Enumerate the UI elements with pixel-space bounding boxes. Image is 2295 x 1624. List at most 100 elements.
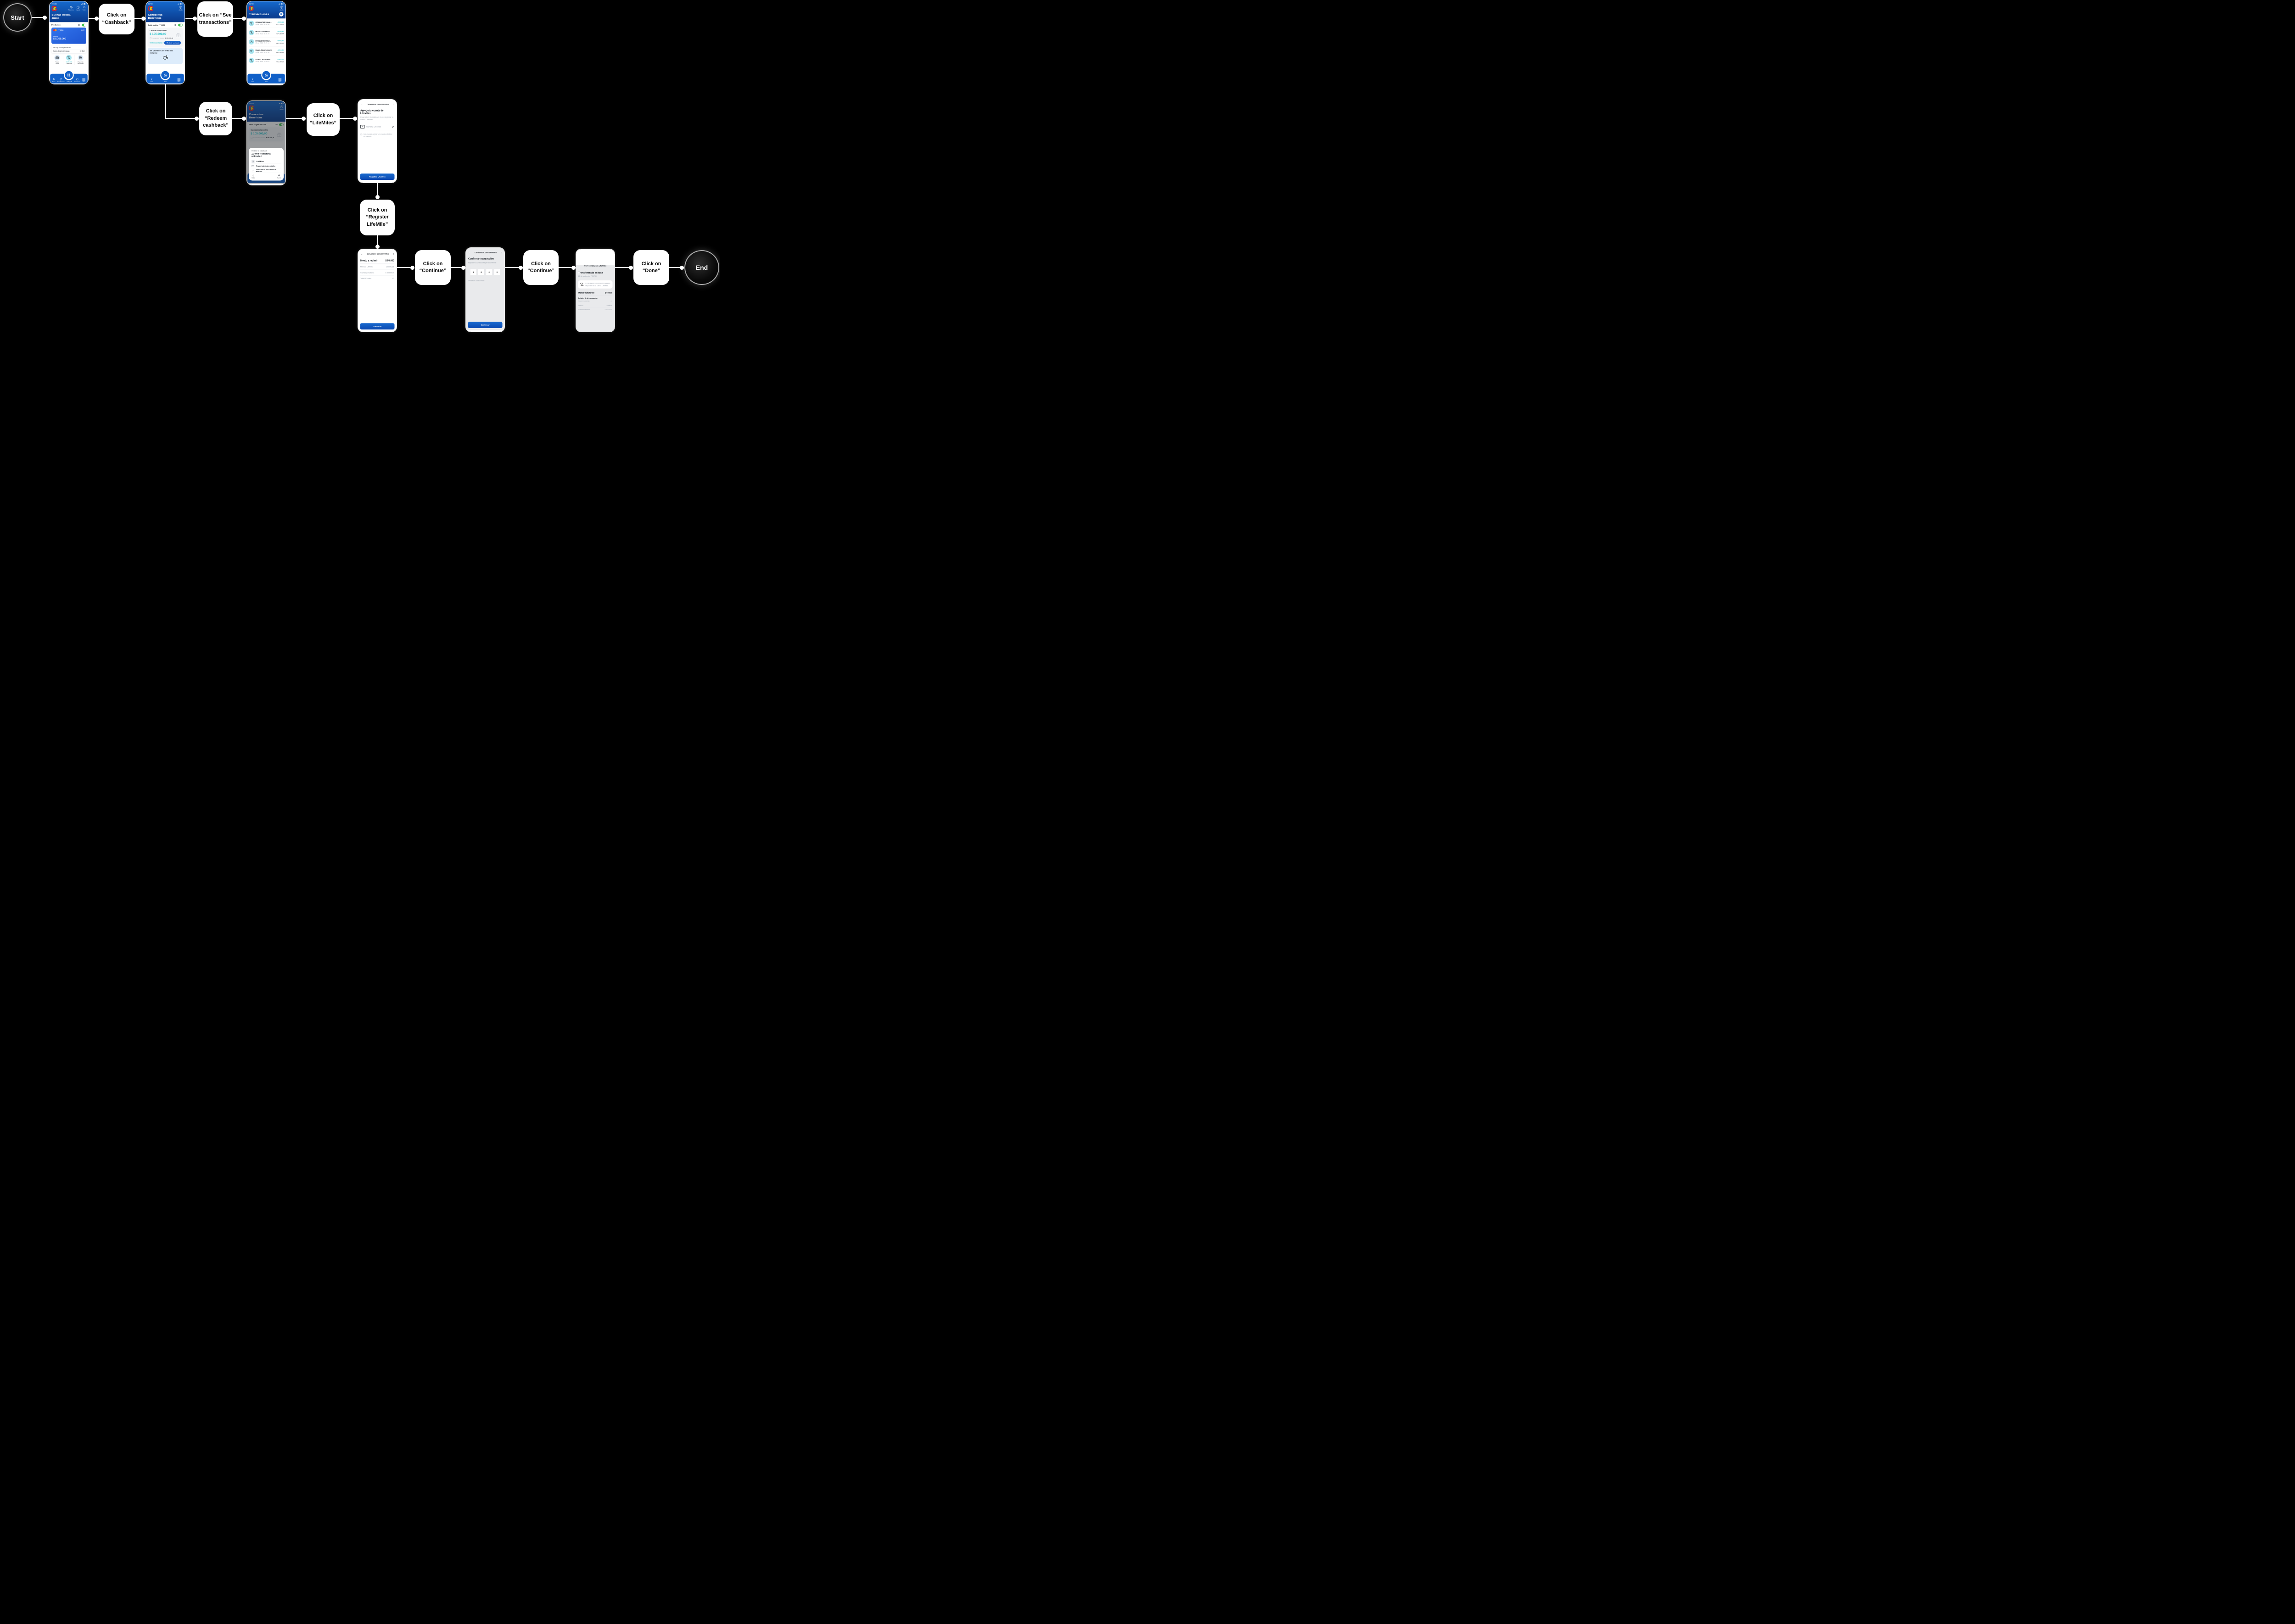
end-label: End <box>695 264 708 271</box>
token-button[interactable]: Token <box>83 6 86 11</box>
status-icons <box>81 3 87 5</box>
signal-icon <box>178 3 179 5</box>
confirm-button[interactable]: Confirmar <box>468 322 503 328</box>
transaction-row[interactable]: $ DROGUERÍA CRUZ ...15 sep 2023 - 09:06 … <box>249 37 284 47</box>
nav-home[interactable]: Home <box>264 81 268 83</box>
home-button[interactable] <box>262 71 270 79</box>
continue-button[interactable]: Continuar <box>360 323 395 329</box>
saldo-title: Saldo tarjeta ****2236 <box>249 123 266 126</box>
qr-button[interactable] <box>65 71 73 79</box>
forgot-password-link[interactable]: Olvidé mi contraseña* <box>468 279 485 282</box>
menu-icon <box>278 78 282 81</box>
connector <box>165 84 166 119</box>
eye-icon[interactable] <box>174 24 177 26</box>
modal-back-button[interactable]: Atrás <box>252 174 255 179</box>
ayuda-button[interactable]: ? Ayuda <box>179 6 183 11</box>
finanzas-button[interactable]: Finanzas <box>68 6 74 11</box>
step-text: Click on “See transactions” <box>199 12 232 25</box>
amount-label: Monto a redimir <box>360 259 378 262</box>
home-icon <box>164 73 167 77</box>
page-title: Confirmar transacción <box>468 257 494 260</box>
redeem-cashback-button[interactable]: ↑ Redimir cashback <box>164 41 181 45</box>
chevron-left-icon <box>252 78 253 81</box>
nav-transferencias[interactable]: Transferencias <box>57 78 65 83</box>
lifemiles-number-input[interactable]: ✈ Número LifeMiles <box>360 125 394 130</box>
password-digit-box[interactable] <box>478 269 484 275</box>
password-digit-box[interactable] <box>494 269 500 275</box>
nav-menu[interactable]: Menú <box>278 78 282 83</box>
back-arrow-icon[interactable]: ← <box>360 103 363 106</box>
cashback-amount: $ 105.000,00 <box>251 132 268 135</box>
connector <box>397 267 410 268</box>
cashback-refresh-icon: $ <box>249 39 254 45</box>
nav-documentos[interactable]: Documentos <box>74 78 80 83</box>
nav-back[interactable]: Atrás <box>250 78 255 83</box>
password-digit-box[interactable] <box>486 269 493 275</box>
register-lifemiles-button[interactable]: Registrar LifeMiles <box>360 173 395 180</box>
svg-text:$: $ <box>68 57 69 59</box>
connector <box>504 267 519 268</box>
help-icon: ? <box>179 6 182 9</box>
totals-label: Ganancias Totales: <box>253 137 265 139</box>
ayuda-label: Ayuda <box>76 9 80 11</box>
phone-home-screen: Servicio <box>49 1 89 84</box>
home-icon[interactable]: ⌂ <box>392 252 394 256</box>
no-pending-text: No hay saldos pendientes <box>53 46 71 48</box>
connector-dot <box>410 265 414 270</box>
transaction-row[interactable]: $ STARBUCKS ZONA ...16 sep 2023 - 10:55 … <box>249 19 284 28</box>
show-balance-toggle[interactable] <box>178 23 183 27</box>
connector-dot <box>301 116 306 121</box>
eye-icon[interactable] <box>78 24 80 26</box>
card-expiry: 02/27 <box>80 29 84 31</box>
home-icon[interactable]: ⌂ <box>392 103 394 106</box>
home-icon[interactable]: ⌂ <box>500 251 502 254</box>
ayuda-button[interactable]: ? Ayuda <box>280 6 284 11</box>
faq-circle <box>78 55 84 61</box>
ayuda-button[interactable]: ? Ayuda <box>76 6 80 11</box>
home-button[interactable] <box>161 71 169 79</box>
password-input[interactable] <box>466 269 504 275</box>
nav-home[interactable]: Home <box>163 81 167 83</box>
cashback-title: Cashback disponible <box>251 128 268 131</box>
eye-icon <box>275 124 278 125</box>
svg-text:$: $ <box>251 23 252 24</box>
token-label: Token <box>82 9 86 11</box>
app-header: Servicio ? Ayuda Conoce <box>146 1 185 22</box>
nav-back[interactable]: Atrás <box>149 78 154 83</box>
see-transactions-link[interactable]: Ver transacciones > <box>150 42 164 44</box>
option-pay-credit-card[interactable]: Pagar tarjeta de crédito <box>252 164 281 168</box>
ayuda-label: Ayuda <box>179 9 183 11</box>
product-card[interactable]: ****2236 02/27 Balance $ 5.300.000 <box>51 27 86 44</box>
cashback-card: Cashback disponible $ 105.000,00 i Ganan… <box>249 127 284 140</box>
phone-redeem-modal-screen: Servicio ? Ayuda Conoce <box>246 100 286 185</box>
ayuda-label: Ayuda <box>280 9 284 11</box>
next-payment-label: Fecha de próximo pago <box>53 50 70 52</box>
nav-codigo-qr[interactable]: Código QR <box>67 81 73 83</box>
phone-benefits-screen: Servicio ? Ayuda Conoce <box>146 1 185 84</box>
piggy-bank-icon <box>163 55 168 60</box>
option-lifemiles[interactable]: LM LifeMiles <box>252 159 281 164</box>
connector-dot <box>679 265 684 270</box>
connector-dot <box>571 265 576 270</box>
nav-menu[interactable]: Menú <box>177 78 181 83</box>
dollar-icon: $ <box>53 78 55 81</box>
gift-icon <box>176 33 180 37</box>
back-arrow-icon[interactable]: ← <box>468 251 471 254</box>
password-digit-box[interactable] <box>470 269 476 275</box>
show-balances-toggle[interactable] <box>82 23 86 27</box>
nav-menu[interactable]: Menú <box>82 78 86 83</box>
svg-text:$: $ <box>251 50 252 52</box>
search-button[interactable] <box>279 12 284 17</box>
option-transfer-savings[interactable]: Transferir a mi cuenta de ahorros <box>252 168 281 173</box>
back-arrow-icon[interactable]: ← <box>360 252 363 256</box>
nav-pagos[interactable]: $ Pagos <box>52 78 56 83</box>
balance-label: Balance <box>53 35 58 37</box>
lock-icon <box>83 6 85 9</box>
modal-home-button[interactable]: Home <box>277 174 281 179</box>
